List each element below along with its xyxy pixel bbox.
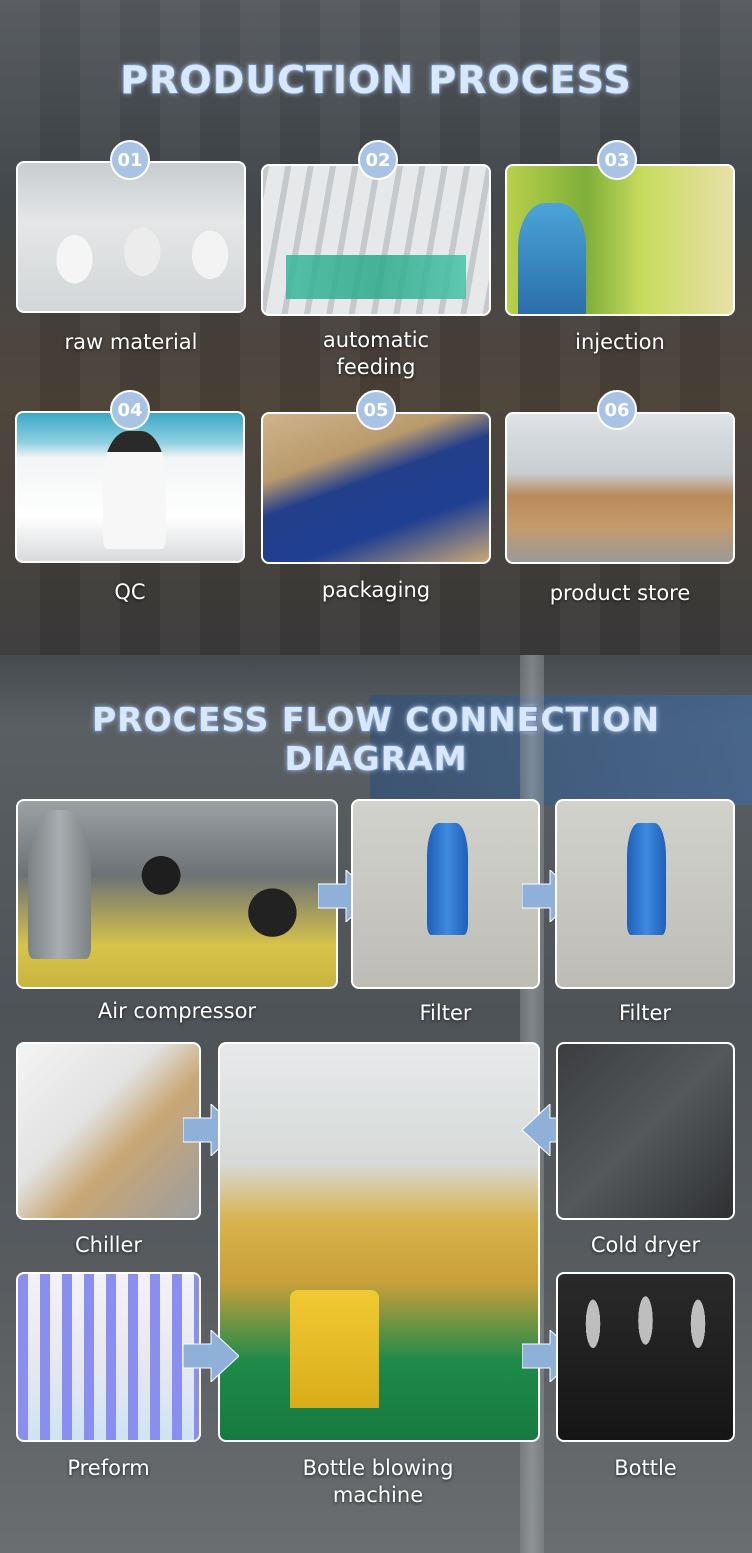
arrow-right-icon: [183, 1330, 239, 1382]
step-badge-03: 03: [597, 140, 637, 180]
chiller-photo: [16, 1042, 201, 1220]
step-badge-01: 01: [110, 140, 150, 180]
automatic-feeding-photo: [261, 164, 491, 316]
filter-2-photo: [555, 799, 735, 989]
bottle-blowing-machine-label: Bottle blowing machine: [302, 1456, 454, 1508]
process-flow-title: PROCESS FLOW CONNECTION DIAGRAM: [91, 699, 660, 779]
step-label-automatic-feeding: automatic feeding: [322, 328, 430, 380]
step-badge-05: 05: [356, 390, 396, 430]
step-label-qc: QC: [114, 580, 146, 604]
step-label-product-store: product store: [549, 581, 691, 605]
step-badge-04: 04: [110, 390, 150, 430]
production-process-section: PRODUCTION PROCESS 01 raw material 02 au…: [0, 0, 752, 655]
qc-photo: [15, 411, 245, 563]
filter-1-photo: [351, 799, 540, 989]
step-badge-06: 06: [597, 390, 637, 430]
chiller-label: Chiller: [74, 1233, 143, 1257]
air-compressor-label: Air compressor: [97, 999, 257, 1023]
preform-label: Preform: [67, 1456, 150, 1480]
step-label-injection: injection: [575, 330, 665, 354]
filter-1-label: Filter: [419, 1001, 472, 1025]
bottle-photo: [556, 1272, 735, 1442]
preform-photo: [16, 1272, 201, 1442]
filter-2-label: Filter: [618, 1001, 671, 1025]
production-process-title: PRODUCTION PROCESS: [119, 57, 632, 103]
injection-photo: [505, 164, 735, 316]
step-label-raw-material: raw material: [64, 330, 198, 354]
packaging-photo: [261, 412, 491, 564]
product-store-photo: [505, 412, 735, 564]
bottle-label: Bottle: [614, 1456, 677, 1480]
cold-dryer-label: Cold dryer: [590, 1233, 701, 1257]
step-badge-02: 02: [358, 140, 398, 180]
bottle-blowing-machine-photo: [218, 1042, 540, 1442]
background-banner: [370, 695, 752, 805]
air-compressor-photo: [16, 799, 338, 989]
step-label-packaging: packaging: [321, 578, 431, 602]
cold-dryer-photo: [556, 1042, 735, 1220]
raw-material-photo: [16, 161, 246, 313]
